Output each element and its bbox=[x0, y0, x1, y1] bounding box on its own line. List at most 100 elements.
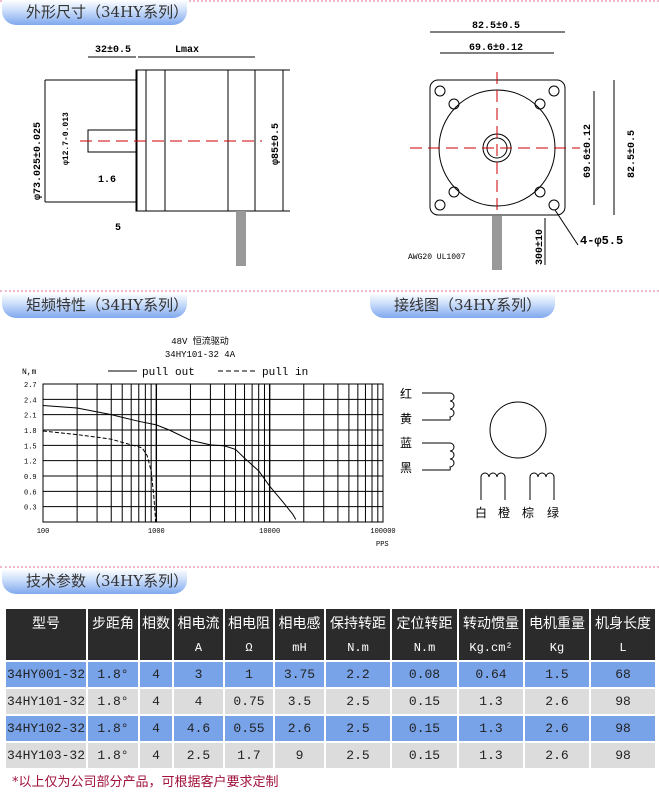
header-label: 电机重量 bbox=[529, 616, 585, 632]
y-tick-label: 1.8 bbox=[24, 428, 37, 436]
series-pull-in-line bbox=[42, 430, 157, 523]
header-label: 相数 bbox=[142, 616, 170, 632]
column-header: 相电流 A bbox=[174, 609, 223, 660]
dim-width-total: 82.5±0.5 bbox=[472, 21, 520, 32]
table-cell: 1.8° bbox=[88, 716, 138, 741]
table-cell: 2.6 bbox=[275, 716, 324, 741]
table-cell: 0.64 bbox=[459, 662, 523, 687]
wire-label-white: 白 bbox=[475, 505, 487, 520]
header-label: 保持转距 bbox=[330, 616, 386, 632]
dim-5: 5 bbox=[115, 223, 121, 234]
table-cell: 3 bbox=[174, 662, 223, 687]
divider bbox=[0, 290, 659, 292]
x-tick-label: 100000 bbox=[370, 528, 395, 536]
legend-pull-out: pull out bbox=[142, 367, 195, 379]
header-label: 转动惯量 bbox=[463, 616, 519, 632]
legend-pull-in: pull in bbox=[262, 367, 308, 379]
header-unit: mH bbox=[292, 641, 307, 655]
header-unit: Ω bbox=[245, 641, 253, 655]
header-unit: N.m bbox=[413, 641, 436, 655]
header-unit bbox=[141, 641, 171, 655]
dim-pilot-diameter: φ73.025±0.025 bbox=[33, 122, 44, 200]
y-tick-label: 0.9 bbox=[24, 474, 37, 482]
dim-lead-length: 300±10 bbox=[535, 229, 546, 265]
x-axis-label: PPS bbox=[376, 541, 389, 549]
dim-flange-thickness: 1.6 bbox=[98, 175, 116, 186]
chart-title: 48V 恒流驱动 bbox=[171, 335, 229, 347]
table-cell: 98 bbox=[591, 716, 655, 741]
footnote: *以上仅为公司部分产品，可根据客户要求定制 bbox=[12, 775, 279, 790]
table-cell: 1.8° bbox=[88, 743, 138, 768]
section-params-title: 技术参数（34HY系列） bbox=[2, 569, 188, 594]
y-tick-label: 0.6 bbox=[24, 489, 37, 497]
table-cell: 1.3 bbox=[459, 743, 523, 768]
table-cell: 2.5 bbox=[326, 743, 390, 768]
table-cell: 3.75 bbox=[275, 662, 324, 687]
column-header: 步距角 bbox=[88, 609, 138, 660]
wire-label-green: 绿 bbox=[547, 505, 559, 520]
table-cell: 34HY101-32 bbox=[6, 689, 86, 714]
wire-label-blue: 蓝 bbox=[400, 436, 412, 451]
table-cell: 34HY102-32 bbox=[6, 716, 86, 741]
table-cell: 2.5 bbox=[326, 689, 390, 714]
side-view-drawing: 32±0.5 Lmax 1.6 5 φ73.025±0.025 φ12.7-0.… bbox=[33, 45, 290, 266]
x-tick-label: 100 bbox=[37, 528, 50, 536]
table-cell: 0.15 bbox=[392, 689, 457, 714]
table-cell: 4 bbox=[140, 662, 172, 687]
table-cell: 2.5 bbox=[174, 743, 223, 768]
header-label: 步距角 bbox=[92, 616, 134, 632]
header-unit bbox=[89, 641, 137, 655]
y-tick-label: 1.2 bbox=[24, 459, 37, 467]
table-cell: 4 bbox=[140, 743, 172, 768]
table-cell: 1 bbox=[225, 662, 273, 687]
table-cell: 9 bbox=[275, 743, 324, 768]
header-unit: A bbox=[194, 641, 203, 655]
wire-label-red: 红 bbox=[400, 386, 412, 402]
section-torque-title: 矩频特性（34HY系列） bbox=[2, 293, 188, 318]
dim-body-diameter: φ85±0.5 bbox=[271, 123, 282, 165]
y-tick-label: 2.4 bbox=[24, 397, 37, 405]
table-cell: 2.5 bbox=[326, 716, 390, 741]
table-cell: 1.3 bbox=[459, 689, 523, 714]
header-unit bbox=[7, 641, 85, 655]
table-cell: 34HY001-32 bbox=[6, 662, 86, 687]
column-header: 转动惯量 Kg.cm² bbox=[459, 609, 523, 660]
divider bbox=[0, 566, 659, 568]
table-cell: 98 bbox=[591, 689, 655, 714]
table-cell: 68 bbox=[591, 662, 655, 687]
torque-frequency-chart: 48V 恒流驱动 34HY101-32 4A N,m PPS pull out … bbox=[22, 335, 396, 549]
table-cell: 4.6 bbox=[174, 716, 223, 741]
header-label: 相电阻 bbox=[228, 616, 270, 632]
dim-hole-pitch: 69.6±0.12 bbox=[469, 43, 523, 54]
table-cell: 4 bbox=[140, 716, 172, 741]
header-unit: Kg.cm² bbox=[469, 641, 513, 655]
column-header: 相数 bbox=[140, 609, 172, 660]
dim-lmax: Lmax bbox=[175, 45, 199, 56]
table-cell: 1.3 bbox=[459, 716, 523, 741]
dim-shaft-length: 32±0.5 bbox=[95, 45, 131, 56]
table-cell: 0.15 bbox=[392, 743, 457, 768]
table-cell: 0.15 bbox=[392, 716, 457, 741]
dim-mounting-holes: 4-φ5.5 bbox=[580, 234, 623, 248]
column-header: 型号 bbox=[6, 609, 86, 660]
section-dimensions-title: 外形尺寸（34HY系列） bbox=[2, 0, 188, 25]
dim-hole-pitch-vertical: 69.6±0.12 bbox=[583, 124, 594, 178]
wire-label-orange: 橙 bbox=[498, 505, 510, 520]
header-unit: N.m bbox=[347, 641, 369, 655]
wire-label-brown: 棕 bbox=[522, 505, 534, 520]
chart-subtitle: 34HY101-32 4A bbox=[165, 350, 236, 360]
column-header: 保持转距 N.m bbox=[326, 609, 390, 660]
header-label: 相电流 bbox=[177, 616, 220, 632]
header-label: 型号 bbox=[32, 616, 60, 632]
x-tick-label: 10000 bbox=[259, 528, 280, 536]
header-label: 机身长度 bbox=[595, 616, 651, 632]
